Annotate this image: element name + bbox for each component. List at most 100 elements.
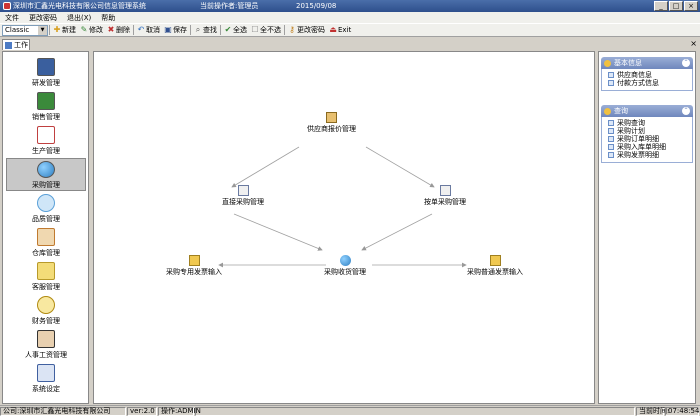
exit-button[interactable]: ⏏Exit xyxy=(327,24,353,36)
window-title: 深圳市汇鑫光电科技有限公司信息管理系统 xyxy=(13,2,146,10)
node-purchase-receipt[interactable]: 采购收货管理 xyxy=(324,255,366,277)
theme-select-value: Classic xyxy=(5,26,30,34)
group-header[interactable]: 基本信息 ⌃ xyxy=(601,57,693,69)
find-button[interactable]: ⌕查找 xyxy=(192,24,219,36)
sidebar-item-label: 品质管理 xyxy=(32,215,60,223)
sidebar-item-label: 研发管理 xyxy=(32,79,60,87)
tab-work-label: 工作 xyxy=(14,41,28,49)
delete-button[interactable]: ✖删除 xyxy=(105,24,132,36)
check-all-button[interactable]: ✔全选 xyxy=(222,24,249,36)
menu-help[interactable]: 帮助 xyxy=(101,13,116,22)
note-icon xyxy=(37,262,55,280)
menu-exit[interactable]: 退出(X) xyxy=(67,13,92,22)
collapse-icon[interactable]: ⌃ xyxy=(682,59,690,67)
uncheck-all-button[interactable]: ☐全不选 xyxy=(249,24,283,36)
node-label: 采购普通发票输入 xyxy=(467,268,523,276)
group-header[interactable]: 查询 ⌃ xyxy=(601,105,693,117)
link-receipt-detail[interactable]: 采购入库单明细 xyxy=(608,143,692,151)
theme-select[interactable]: Classic ▼ xyxy=(2,24,48,36)
sidebar-item-hr[interactable]: 人事工资管理 xyxy=(6,328,86,361)
menu-file[interactable]: 文件 xyxy=(5,13,19,22)
calendar-icon xyxy=(37,364,55,382)
sidebar-item-service[interactable]: 客服管理 xyxy=(6,260,86,293)
globe-icon xyxy=(339,255,351,266)
sidebar-item-warehouse[interactable]: 仓库管理 xyxy=(6,226,86,259)
link-order-detail[interactable]: 采购订单明细 xyxy=(608,135,692,143)
title-date: 2015/09/08 xyxy=(296,2,337,10)
link-supplier-info[interactable]: 供应商信息 xyxy=(608,71,692,79)
node-special-invoice[interactable]: 采购专用发票输入 xyxy=(166,255,222,277)
link-label: 采购查询 xyxy=(617,119,645,127)
list-icon xyxy=(608,128,614,134)
save-button[interactable]: ▣保存 xyxy=(162,24,189,36)
group-title: 基本信息 xyxy=(614,59,642,67)
folder-icon xyxy=(188,255,200,266)
sidebar-item-finance[interactable]: 财务管理 xyxy=(6,294,86,327)
sidebar-item-sales[interactable]: 销售管理 xyxy=(6,90,86,123)
check-all-icon: ✔ xyxy=(224,25,232,34)
status-time: 07:48:54 xyxy=(665,406,699,416)
collapse-icon[interactable]: ⌃ xyxy=(682,107,690,115)
node-normal-invoice[interactable]: 采购普通发票输入 xyxy=(467,255,523,277)
tab-close-icon[interactable]: × xyxy=(690,39,697,48)
toolbar-separator xyxy=(190,25,191,35)
node-supplier-quote[interactable]: 供应商报价管理 xyxy=(307,112,356,134)
sidebar-item-production[interactable]: 生产管理 xyxy=(6,124,86,157)
title-bar: 深圳市汇鑫光电科技有限公司信息管理系统 当前操作者:管理员 2015/09/08… xyxy=(0,0,700,12)
link-label: 付款方式信息 xyxy=(617,79,659,87)
new-icon: ✚ xyxy=(53,25,61,34)
sidebar-item-label: 财务管理 xyxy=(32,317,60,325)
tablet-icon xyxy=(37,58,55,76)
tab-icon xyxy=(5,41,12,49)
sidebar-item-rd[interactable]: 研发管理 xyxy=(6,56,86,89)
toolbar-separator xyxy=(133,25,134,35)
node-order-purchase[interactable]: 按单采购管理 xyxy=(424,185,466,207)
link-payment-method[interactable]: 付款方式信息 xyxy=(608,79,692,87)
change-password-button[interactable]: ⚷更改密码 xyxy=(286,24,327,36)
group-title: 查询 xyxy=(614,107,628,115)
group-body: 采购查询 采购计划 采购订单明细 采购入库单明细 采购发票明细 xyxy=(601,117,693,163)
status-version: ver:2.0 xyxy=(127,406,157,416)
node-label: 供应商报价管理 xyxy=(307,125,356,133)
sidebar-item-label: 销售管理 xyxy=(32,113,60,121)
find-icon: ⌕ xyxy=(195,25,201,34)
sidebar-item-quality[interactable]: 品质管理 xyxy=(6,192,86,225)
exit-icon: ⏏ xyxy=(329,25,337,34)
sidebar-item-settings[interactable]: 系统设定 xyxy=(6,362,86,395)
tab-work[interactable]: 工作 xyxy=(2,39,30,50)
list-icon xyxy=(608,152,614,158)
operator-text: 当前操作者:管理员 xyxy=(200,2,259,10)
new-button[interactable]: ✚新建 xyxy=(51,24,78,36)
sidebar-item-label: 系统设定 xyxy=(32,385,60,393)
link-invoice-detail[interactable]: 采购发票明细 xyxy=(608,151,692,159)
grid-icon xyxy=(37,92,55,110)
close-button[interactable]: × xyxy=(684,1,698,11)
uncheck-all-icon: ☐ xyxy=(251,25,259,34)
edit-icon: ✎ xyxy=(80,25,88,34)
info-icon xyxy=(604,59,611,67)
cancel-button[interactable]: ↶取消 xyxy=(135,24,162,36)
menu-change-password[interactable]: 更改密码 xyxy=(29,13,57,22)
status-operator: 操作:ADMIN xyxy=(158,406,201,416)
uncheck-all-label: 全不选 xyxy=(260,26,281,34)
sidebar-item-purchase[interactable]: 采购管理 xyxy=(6,158,86,191)
toolbar-separator xyxy=(49,25,50,35)
form-icon xyxy=(439,185,451,196)
module-sidebar: 研发管理 销售管理 生产管理 采购管理 品质管理 仓库管理 客服管理 财务管理 … xyxy=(2,51,89,404)
save-label: 保存 xyxy=(173,26,187,34)
money-icon xyxy=(37,296,55,314)
link-purchase-query[interactable]: 采购查询 xyxy=(608,119,692,127)
edit-button[interactable]: ✎修改 xyxy=(78,24,105,36)
minimize-button[interactable]: _ xyxy=(654,1,668,11)
magnifier-icon xyxy=(37,194,55,212)
toolbar-separator xyxy=(284,25,285,35)
right-panel: 基本信息 ⌃ 供应商信息 付款方式信息 查询 ⌃ 采购查询 采购计划 采购订单明… xyxy=(598,51,696,404)
check-all-label: 全选 xyxy=(233,26,247,34)
node-label: 采购专用发票输入 xyxy=(166,268,222,276)
maximize-button[interactable]: □ xyxy=(669,1,683,11)
workflow-canvas: 供应商报价管理 直接采购管理 按单采购管理 采购专用发票输入 采购收货管理 采购… xyxy=(93,51,595,404)
delete-icon: ✖ xyxy=(107,25,115,34)
link-label: 采购发票明细 xyxy=(617,151,659,159)
link-purchase-plan[interactable]: 采购计划 xyxy=(608,127,692,135)
node-direct-purchase[interactable]: 直接采购管理 xyxy=(222,185,264,207)
